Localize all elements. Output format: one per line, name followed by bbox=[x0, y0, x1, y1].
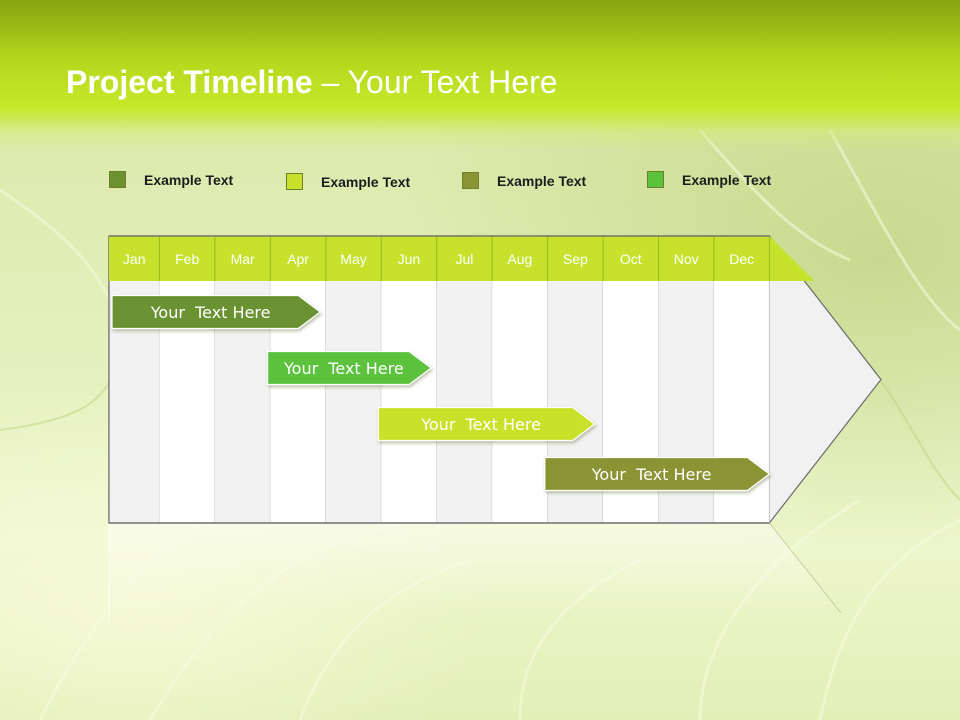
legend-item: Example Text bbox=[109, 171, 233, 188]
month-label: Oct bbox=[620, 251, 642, 267]
month-label: Dec bbox=[729, 251, 754, 267]
legend-swatch bbox=[647, 171, 664, 188]
month-column bbox=[325, 281, 382, 522]
month-label: Nov bbox=[674, 251, 699, 267]
legend-swatch bbox=[109, 171, 126, 188]
month-header-row: Jan Feb Mar Apr May Jun Jul Aug Sep Oct Nov Dec bbox=[109, 235, 815, 281]
legend-item: Example Text bbox=[462, 172, 586, 189]
legend-item: Example Text bbox=[647, 171, 771, 188]
task-bar: Your Text Here bbox=[266, 350, 433, 386]
task-bar-label: Your Text Here bbox=[591, 465, 712, 484]
legend-label: Example Text bbox=[144, 171, 234, 188]
reflection-edge bbox=[769, 522, 842, 614]
month-column bbox=[492, 281, 548, 522]
task-bar: Your Text Here bbox=[111, 294, 322, 330]
legend-item: Example Text bbox=[286, 173, 410, 190]
legend-label: Example Text bbox=[682, 171, 772, 188]
month-column bbox=[436, 281, 493, 522]
timeline-reflection bbox=[108, 522, 842, 623]
task-bar-shape bbox=[266, 350, 433, 386]
legend-swatch bbox=[462, 172, 479, 189]
task-bar: Your Text Here bbox=[544, 456, 771, 492]
task-bar-shape bbox=[377, 406, 596, 442]
month-label: Aug bbox=[507, 251, 532, 267]
month-label: Feb bbox=[175, 251, 199, 267]
title-banner bbox=[0, 0, 960, 150]
slide-title: Project Timeline – Your Text Here bbox=[66, 62, 558, 102]
month-label: Mar bbox=[231, 251, 255, 267]
month-column bbox=[381, 281, 437, 522]
month-label: Jul bbox=[455, 251, 473, 267]
month-label: Apr bbox=[287, 251, 309, 267]
month-label: May bbox=[340, 251, 366, 267]
legend-label: Example Text bbox=[497, 172, 587, 189]
month-label: Sep bbox=[563, 251, 588, 267]
reflection-fill bbox=[109, 523, 841, 613]
month-label: Jan bbox=[123, 251, 146, 267]
task-bar-shape bbox=[544, 456, 771, 492]
title-rest: – Your Text Here bbox=[312, 64, 558, 100]
task-bar: Your Text Here bbox=[377, 406, 596, 442]
title-strong: Project Timeline bbox=[66, 64, 313, 100]
legend-label: Example Text bbox=[321, 173, 411, 190]
task-bar-label: Your Text Here bbox=[150, 303, 271, 322]
task-bar-label: Your Text Here bbox=[283, 359, 404, 378]
task-bar-label: Your Text Here bbox=[420, 415, 541, 434]
month-header-fill bbox=[109, 236, 815, 281]
month-label: Jun bbox=[398, 251, 421, 267]
legend-swatch bbox=[286, 173, 303, 190]
task-bar-shape bbox=[111, 294, 322, 330]
